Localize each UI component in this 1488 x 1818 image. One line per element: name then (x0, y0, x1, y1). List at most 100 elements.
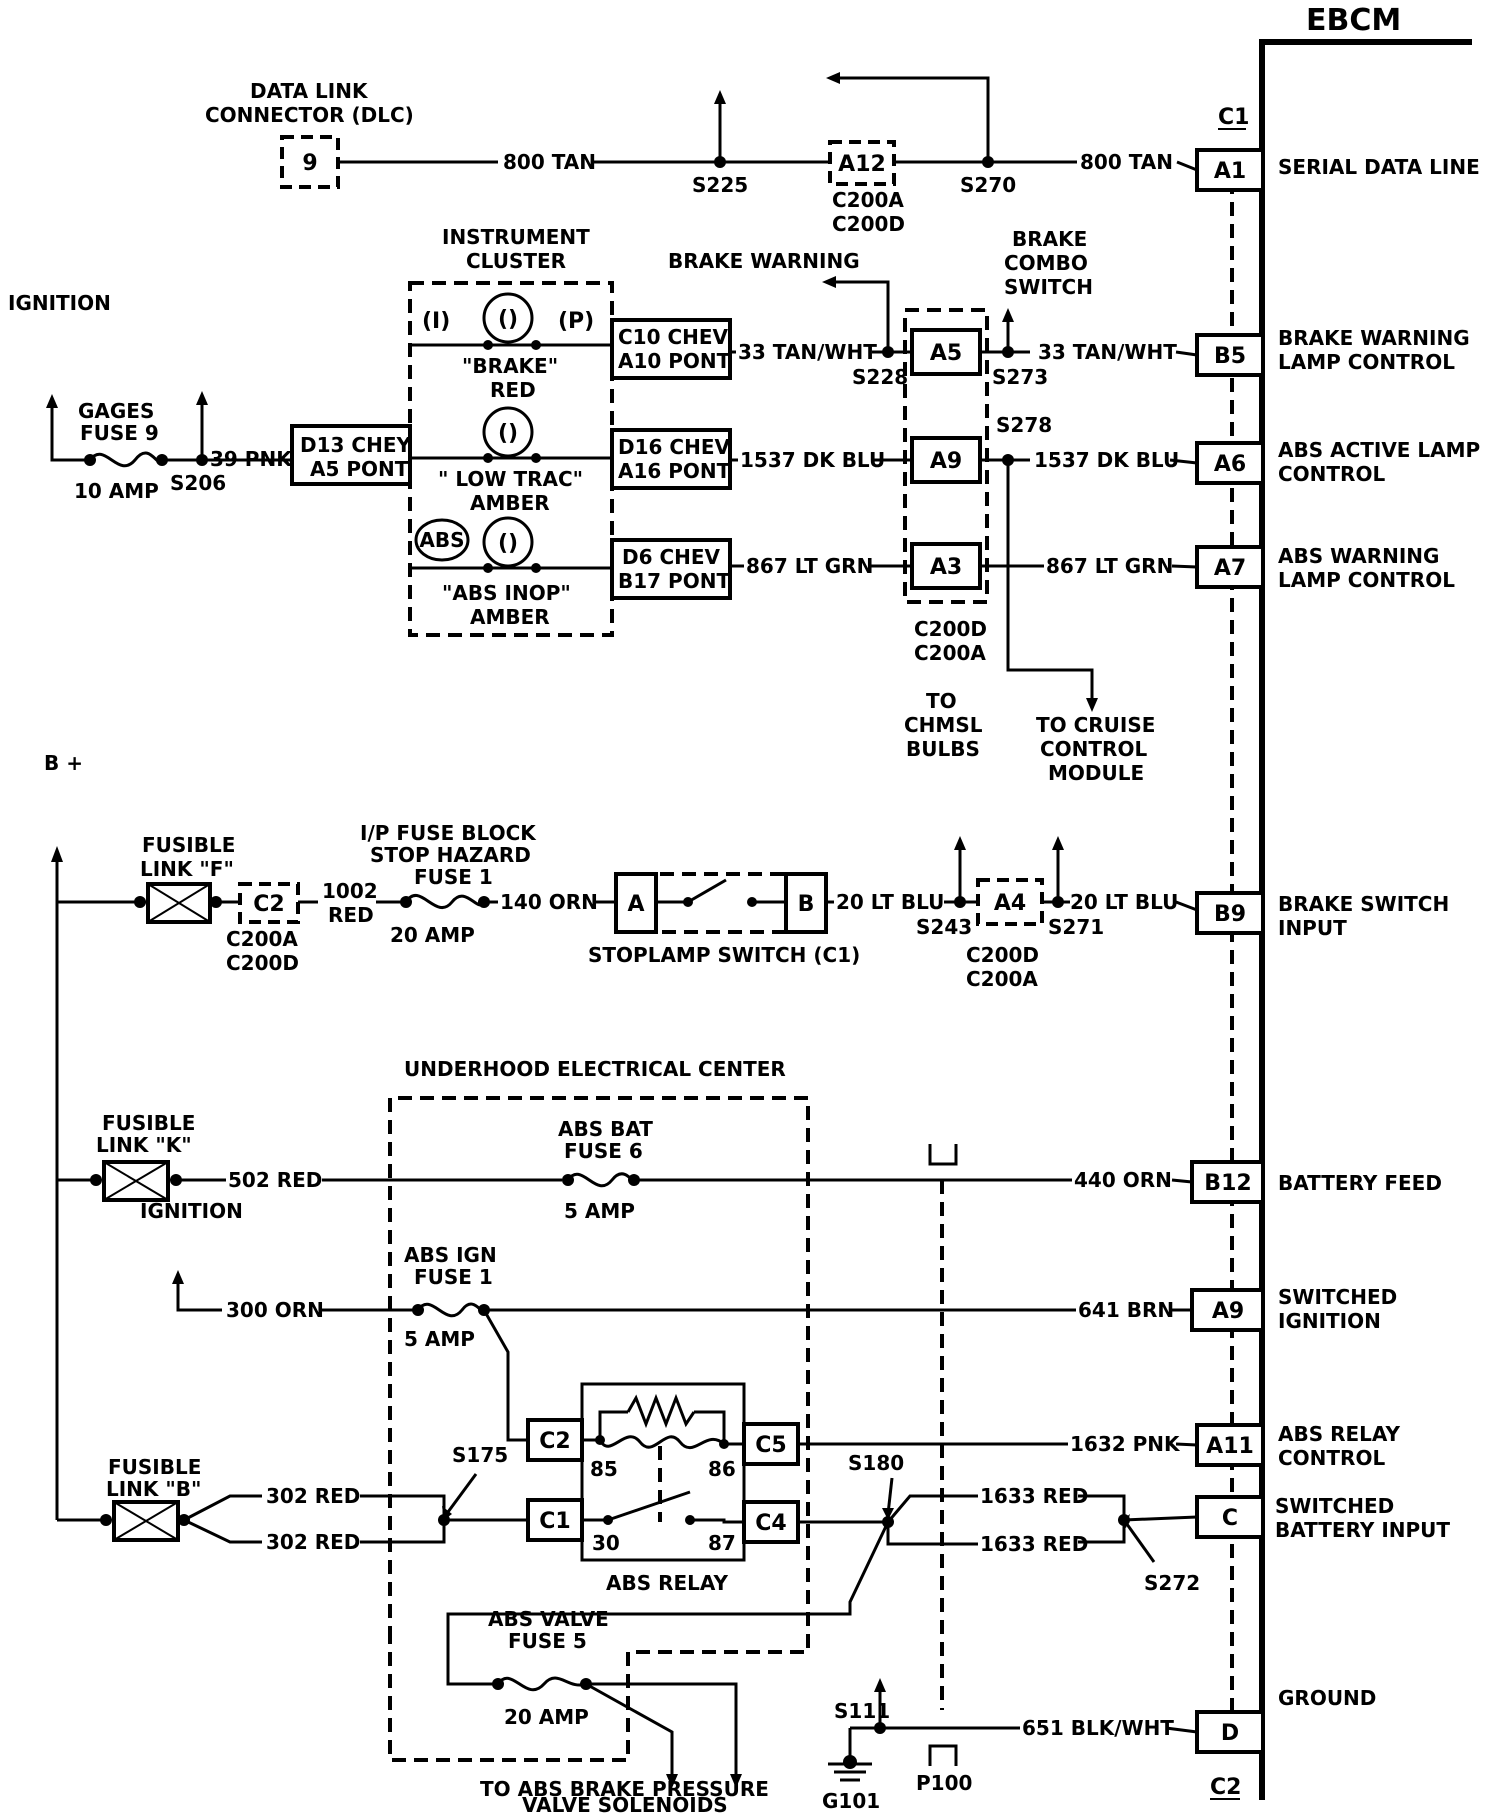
wire-label: 1537 DK BLU (740, 448, 885, 472)
pin-d: D GROUND (1195, 1686, 1376, 1754)
splice-label: S175 (452, 1443, 508, 1467)
relay-pin: 85 (590, 1457, 618, 1481)
pin-label: D16 CHEV (618, 435, 730, 459)
wire-label: 20 LT BLU (1070, 890, 1178, 914)
destination-label-2: VALVE SOLENOIDS (522, 1793, 728, 1817)
fuse-rating: 20 AMP (504, 1705, 589, 1729)
relay-terminal: C5 (755, 1433, 786, 1458)
pin-id: B12 (1204, 1171, 1251, 1196)
brake-lamp-icon: () (498, 307, 518, 332)
pin-id: C (1222, 1506, 1238, 1531)
fusible-link-b-circuit: FUSIBLE LINK "B" 302 RED 302 RED S175 (57, 1443, 528, 1554)
abs-bat-fuse-circuit: ABS BAT FUSE 6 5 AMP 440 ORN (558, 1117, 1193, 1710)
abs-warning-lamp-circuit: 867 LT GRN A3 867 LT GRN C200D C200A (730, 542, 1198, 665)
splice-label: S206 (170, 471, 226, 495)
fuse-rating: 5 AMP (404, 1327, 475, 1351)
cluster-connectors: D13 CHEY A5 PONT C10 CHEV A10 PONT D16 C… (290, 318, 732, 600)
pin-id: A11 (1206, 1434, 1254, 1459)
pin-function-2: BATTERY INPUT (1275, 1518, 1450, 1542)
abs-relay: C2 C5 C1 C4 85 86 30 87 ABS RELAY 1632 P… (526, 1382, 1198, 1595)
cruise-label: TO CRUISE (1036, 713, 1155, 737)
low-trac-color: AMBER (470, 491, 550, 515)
wire-label: 20 LT BLU (836, 890, 944, 914)
cruise-label-2: CONTROL (1040, 737, 1147, 761)
chmsl-label: TO (926, 689, 957, 713)
ground-label: G101 (822, 1789, 880, 1813)
pin-id: B5 (1214, 344, 1246, 369)
connector-label: A4 (994, 891, 1026, 916)
connector-id: C200D (914, 617, 987, 641)
stoplamp-switch: A B STOPLAMP SWITCH (C1) 20 LT BLU S243 … (588, 836, 1198, 991)
switch-label: STOPLAMP SWITCH (C1) (588, 943, 860, 967)
connector-c2-label: C2 (1210, 1775, 1241, 1800)
wire-label: 502 RED (228, 1168, 322, 1192)
pin-function-2: CONTROL (1278, 1446, 1385, 1470)
pin-function-2: IGNITION (1278, 1309, 1381, 1333)
abs-ign-fuse-circuit: ABS IGN FUSE 1 300 ORN 5 AMP 641 BRN (172, 1243, 1192, 1442)
wire-label: 302 RED (266, 1484, 360, 1508)
fuse-block-label-2: STOP HAZARD (370, 843, 531, 867)
chmsl-label-3: BULBS (906, 737, 980, 761)
wire-label: 641 BRN (1078, 1298, 1174, 1322)
fuse-label-2: FUSE 5 (508, 1629, 587, 1653)
fusible-link-label-2: LINK "B" (106, 1477, 201, 1501)
bplus-feed: B + (44, 751, 83, 1520)
uec-label: UNDERHOOD ELECTRICAL CENTER (404, 1057, 786, 1081)
connector-id-2: C200D (226, 951, 299, 975)
pin-label-2: B17 PONT (618, 569, 730, 593)
abs-inop-color: AMBER (470, 605, 550, 629)
low-trac-lamp-icon: () (498, 421, 518, 446)
pin-a1: A1 SERIAL DATA LINE (1195, 148, 1480, 192)
splice-label: S243 (916, 915, 972, 939)
pin-function: SWITCHED (1275, 1494, 1394, 1518)
fusible-link-label: FUSIBLE (102, 1111, 195, 1135)
abs-symbol: ABS (419, 528, 464, 552)
fuse-label-2: FUSE 9 (80, 421, 159, 445)
pin-id: B9 (1214, 902, 1246, 927)
combo-switch-label-2: COMBO (1004, 251, 1088, 275)
wire-label: 1632 PNK (1070, 1432, 1181, 1456)
pin-b9: B9 BRAKE SWITCH INPUT (1195, 891, 1449, 940)
pin-function-2: LAMP CONTROL (1278, 568, 1455, 592)
chmsl-label-2: CHMSL (904, 713, 983, 737)
bplus-label: B + (44, 751, 83, 775)
wire-label: 651 BLK/WHT (1022, 1716, 1174, 1740)
abs-inop-label: "ABS INOP" (442, 581, 571, 605)
pin-function: BATTERY FEED (1278, 1171, 1442, 1195)
fuse-block-label: I/P FUSE BLOCK (360, 821, 537, 845)
wire-label: 867 LT GRN (1046, 554, 1173, 578)
wire-label: 1633 RED (980, 1484, 1088, 1508)
splice-label: S228 (852, 365, 908, 389)
wire-label-2: 302 RED (266, 1530, 360, 1554)
connector-c1-label: C1 (1218, 105, 1249, 130)
pin-label: C10 CHEV (618, 325, 729, 349)
fusible-link-label-2: LINK "F" (140, 857, 234, 881)
serial-data-circuit: DATA LINK CONNECTOR (DLC) 9 800 TAN S225… (205, 72, 1198, 236)
abs-active-lamp-circuit: 1537 DK BLU A9 S278 1537 DK BLU (730, 413, 1198, 712)
connector-label: A9 (930, 449, 962, 474)
fuse-label: FUSE 1 (414, 865, 493, 889)
relay-pin: 86 (708, 1457, 736, 1481)
fuse-label-2: FUSE 1 (414, 1265, 493, 1289)
wire-label-2: RED (328, 903, 374, 927)
splice-label: S278 (996, 413, 1052, 437)
instrument-cluster: INSTRUMENT CLUSTER (I) () (P) "BRAKE" RE… (408, 225, 614, 637)
dlc-pin: 9 (302, 151, 317, 176)
cluster-label: INSTRUMENT (442, 225, 590, 249)
connector-id: C200A (226, 927, 298, 951)
pin-id: D (1221, 1721, 1239, 1746)
pin-label: D6 CHEV (622, 545, 721, 569)
connector-id-2: C200D (832, 212, 905, 236)
pin-function: SERIAL DATA LINE (1278, 155, 1480, 179)
pin-id: A9 (1212, 1299, 1244, 1324)
wire-label: 33 TAN/WHT (1038, 340, 1177, 364)
splice-label: S111 (834, 1699, 890, 1723)
connector-id-2: C200A (914, 641, 986, 665)
pin-label: D13 CHEY (300, 433, 411, 457)
wire-label: 33 TAN/WHT (738, 340, 877, 364)
wire-label: 867 LT GRN (746, 554, 873, 578)
wire-label: 440 ORN (1074, 1168, 1172, 1192)
fusible-link-f-circuit: FUSIBLE LINK "F" C2 C200A C200D 1002 RED (57, 833, 406, 975)
connector-label: A3 (930, 555, 962, 580)
